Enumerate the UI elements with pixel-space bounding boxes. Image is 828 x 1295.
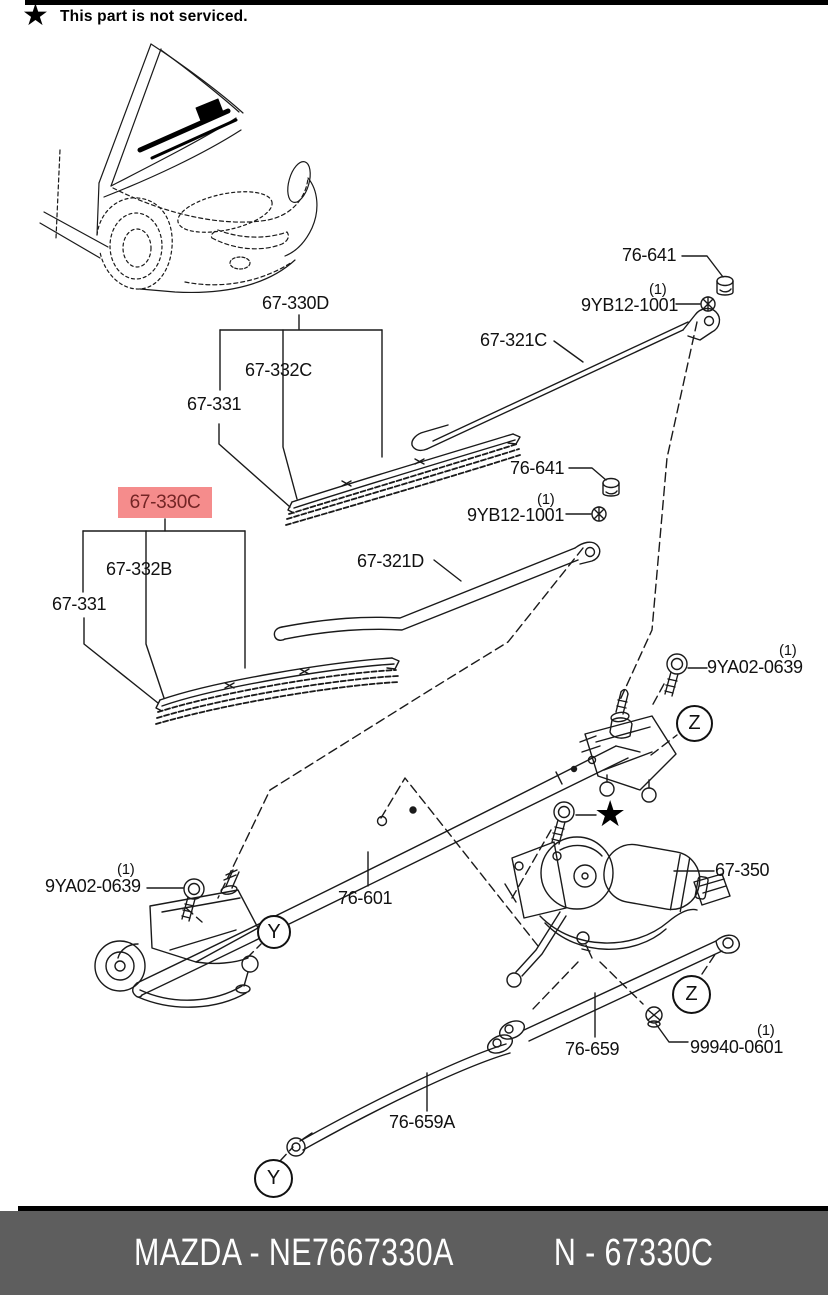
- car-wipers-filled: [137, 98, 238, 160]
- right-pivot-assembly: [579, 688, 677, 803]
- part-label-76-641-upper[interactable]: 76-641: [622, 245, 677, 265]
- left-pivot-assembly: [94, 869, 259, 1008]
- part-label-76-659A[interactable]: 76-659A: [389, 1112, 455, 1132]
- footer-bar: MAZDA - NE7667330A N - 67330C: [0, 1211, 828, 1295]
- pivot-cap-1-part: [716, 275, 734, 296]
- not-serviced-part-star-icon: ★: [594, 793, 627, 834]
- link-rod-1-part: [486, 934, 740, 1054]
- blade-1-rubber: [285, 443, 521, 526]
- top-border-bar: [25, 0, 828, 5]
- footer-divider-line: [18, 1206, 828, 1211]
- part-label-99940-0601[interactable]: 99940-0601: [690, 1037, 784, 1057]
- part-label-67-330D[interactable]: 67-330D: [262, 293, 329, 313]
- part-label-9YA02-0639-right[interactable]: 9YA02-0639: [707, 657, 803, 677]
- car-illustration: [39, 43, 318, 294]
- footer-catalog-code: N - 67330C: [554, 1231, 714, 1274]
- bracket-group-2: [82, 518, 246, 704]
- wiper-blade-1: [285, 433, 521, 526]
- part-label-67-350[interactable]: 67-350: [715, 860, 770, 880]
- pivot-nut-2-part: [591, 506, 607, 522]
- wiper-blade-2: [155, 657, 400, 725]
- bolt-starred-part: [551, 801, 575, 845]
- leader-lines: [146, 255, 724, 1112]
- part-label-67-332B[interactable]: 67-332B: [106, 559, 172, 579]
- wiper-arm-2: [273, 541, 601, 642]
- part-label-76-659[interactable]: 76-659: [565, 1039, 620, 1059]
- part-label-9YB12-1001-lower[interactable]: 9YB12-1001: [467, 505, 565, 525]
- link-nut-part: [645, 1006, 663, 1028]
- not-serviced-star-icon: ★: [22, 0, 49, 32]
- cowl-frame-pipe: [132, 745, 641, 998]
- part-label-67-331-upper[interactable]: 67-331: [187, 394, 242, 414]
- part-label-76-641-lower[interactable]: 76-641: [510, 458, 565, 478]
- qty-label-9YA02-left: (1): [117, 861, 135, 878]
- callout-circle-y-upper: Y: [257, 915, 291, 949]
- qty-label-76-641-lower: (1): [537, 491, 555, 508]
- part-label-67-331-lower[interactable]: 67-331: [52, 594, 107, 614]
- part-label-67-332C[interactable]: 67-332C: [245, 360, 312, 380]
- wiper-arm-1: [411, 307, 721, 452]
- callout-circle-z-upper: Z: [676, 705, 713, 742]
- pivot-cap-2-part: [602, 477, 620, 497]
- part-label-67-321D[interactable]: 67-321D: [357, 551, 424, 571]
- qty-label-9YA02-right: (1): [779, 642, 797, 659]
- bracket-group-1: [218, 314, 383, 508]
- dashed-reference-lines: [185, 321, 717, 1162]
- link-rod-2-part: [286, 1043, 511, 1157]
- bolt-left-part: [181, 878, 205, 922]
- blade-2-rubber: [155, 669, 400, 725]
- qty-label-76-641-upper: (1): [649, 281, 667, 298]
- part-label-9YB12-1001-upper[interactable]: 9YB12-1001: [581, 295, 679, 315]
- part-label-9YA02-0639-left[interactable]: 9YA02-0639: [45, 876, 141, 896]
- callout-circle-z-lower: Z: [672, 975, 711, 1014]
- part-label-76-601[interactable]: 76-601: [338, 888, 393, 908]
- qty-label-99940: (1): [757, 1022, 775, 1039]
- wiper-motor-assembly: [504, 836, 731, 988]
- callout-circle-y-lower: Y: [254, 1159, 293, 1198]
- footer-part-number: MAZDA - NE7667330A: [134, 1231, 455, 1274]
- highlighted-part-label-67-330C[interactable]: 67-330C: [118, 487, 212, 518]
- pivot-nut-1-part: [700, 296, 716, 312]
- part-label-67-321C[interactable]: 67-321C: [480, 330, 547, 350]
- bolt-right-part: [664, 653, 688, 697]
- not-serviced-notice: This part is not serviced.: [60, 8, 248, 25]
